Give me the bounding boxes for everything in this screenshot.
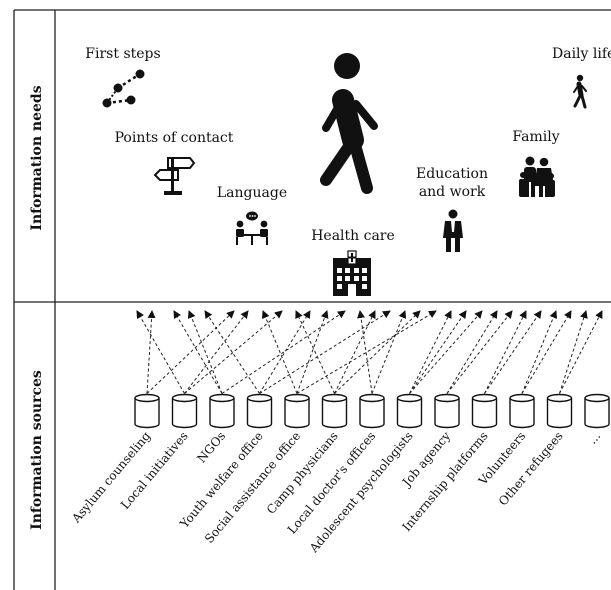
database-icon [584,393,610,429]
conversation-icon [236,211,268,245]
dashed-arrow [146,310,235,394]
database-icon [209,393,235,429]
dashed-arrow [409,310,483,394]
need-label-family: Family [512,129,559,145]
need-label-language: Language [217,185,287,201]
family-icon [519,156,555,197]
need-label-health-care: Health care [311,228,395,244]
dashed-arrow [484,310,542,394]
database-icon [321,393,348,429]
dashed-arrow [146,310,156,394]
dashed-arrow [334,310,376,394]
database-icon [246,393,273,429]
source-databases [134,393,610,429]
dashed-arrow [521,310,558,394]
dashed-arrow [184,310,249,394]
dashed-arrow [446,310,498,394]
need-label-points-of-contact: Points of contact [115,130,234,146]
dashed-arrow [187,310,223,394]
dashed-arrow [136,310,185,394]
dashed-arrow [221,310,346,394]
database-icon [284,393,310,429]
source-label: NGOs [194,429,228,466]
need-label-first-steps: First steps [85,46,160,62]
dashed-arrow [259,310,311,394]
dashed-arrow [409,310,467,394]
database-icon [396,393,423,429]
dashed-arrow [371,310,407,394]
dashed-arrow [357,310,373,394]
dashed-arrow [296,310,329,394]
database-icon [359,393,385,429]
dashed-arrow [204,310,260,394]
dashed-arrow [173,310,223,394]
dashed-arrow [334,310,421,394]
businessman-icon [443,209,463,252]
need-label-education-line1: Education [416,166,488,182]
dashed-arrow [409,310,452,394]
route-dots-icon [102,69,145,108]
source-label: Local initiatives [118,429,191,512]
diagram-frame [13,9,611,590]
source-label: Camp physicians [264,429,341,517]
dashed-arrow [446,310,513,394]
row-label-information-sources: Information sources [29,370,45,530]
database-icon [546,393,573,429]
source-label: ... [585,429,603,447]
dashed-arrow [296,310,437,394]
hospital-icon [333,250,371,296]
dashed-arrow [559,310,603,394]
need-label-daily-life: Daily life [552,46,611,62]
dashed-arrow [259,310,391,394]
walking-person-small-icon [573,74,587,109]
dashed-arrow [261,310,298,394]
connection-arrows [136,310,603,394]
walking-person-icon [320,53,378,194]
dashed-arrow [559,310,588,394]
database-icon [171,393,198,429]
database-icon [134,393,160,429]
database-icon [471,393,498,429]
dashed-arrow [184,310,283,394]
dashed-arrow [484,310,527,394]
dashed-arrow [295,310,335,394]
database-icon [509,393,535,429]
signpost-icon [153,157,196,195]
row-label-information-needs: Information needs [29,85,45,230]
dashed-arrow [521,310,572,394]
need-label-education-line2: and work [419,184,486,200]
database-icon [434,393,460,429]
